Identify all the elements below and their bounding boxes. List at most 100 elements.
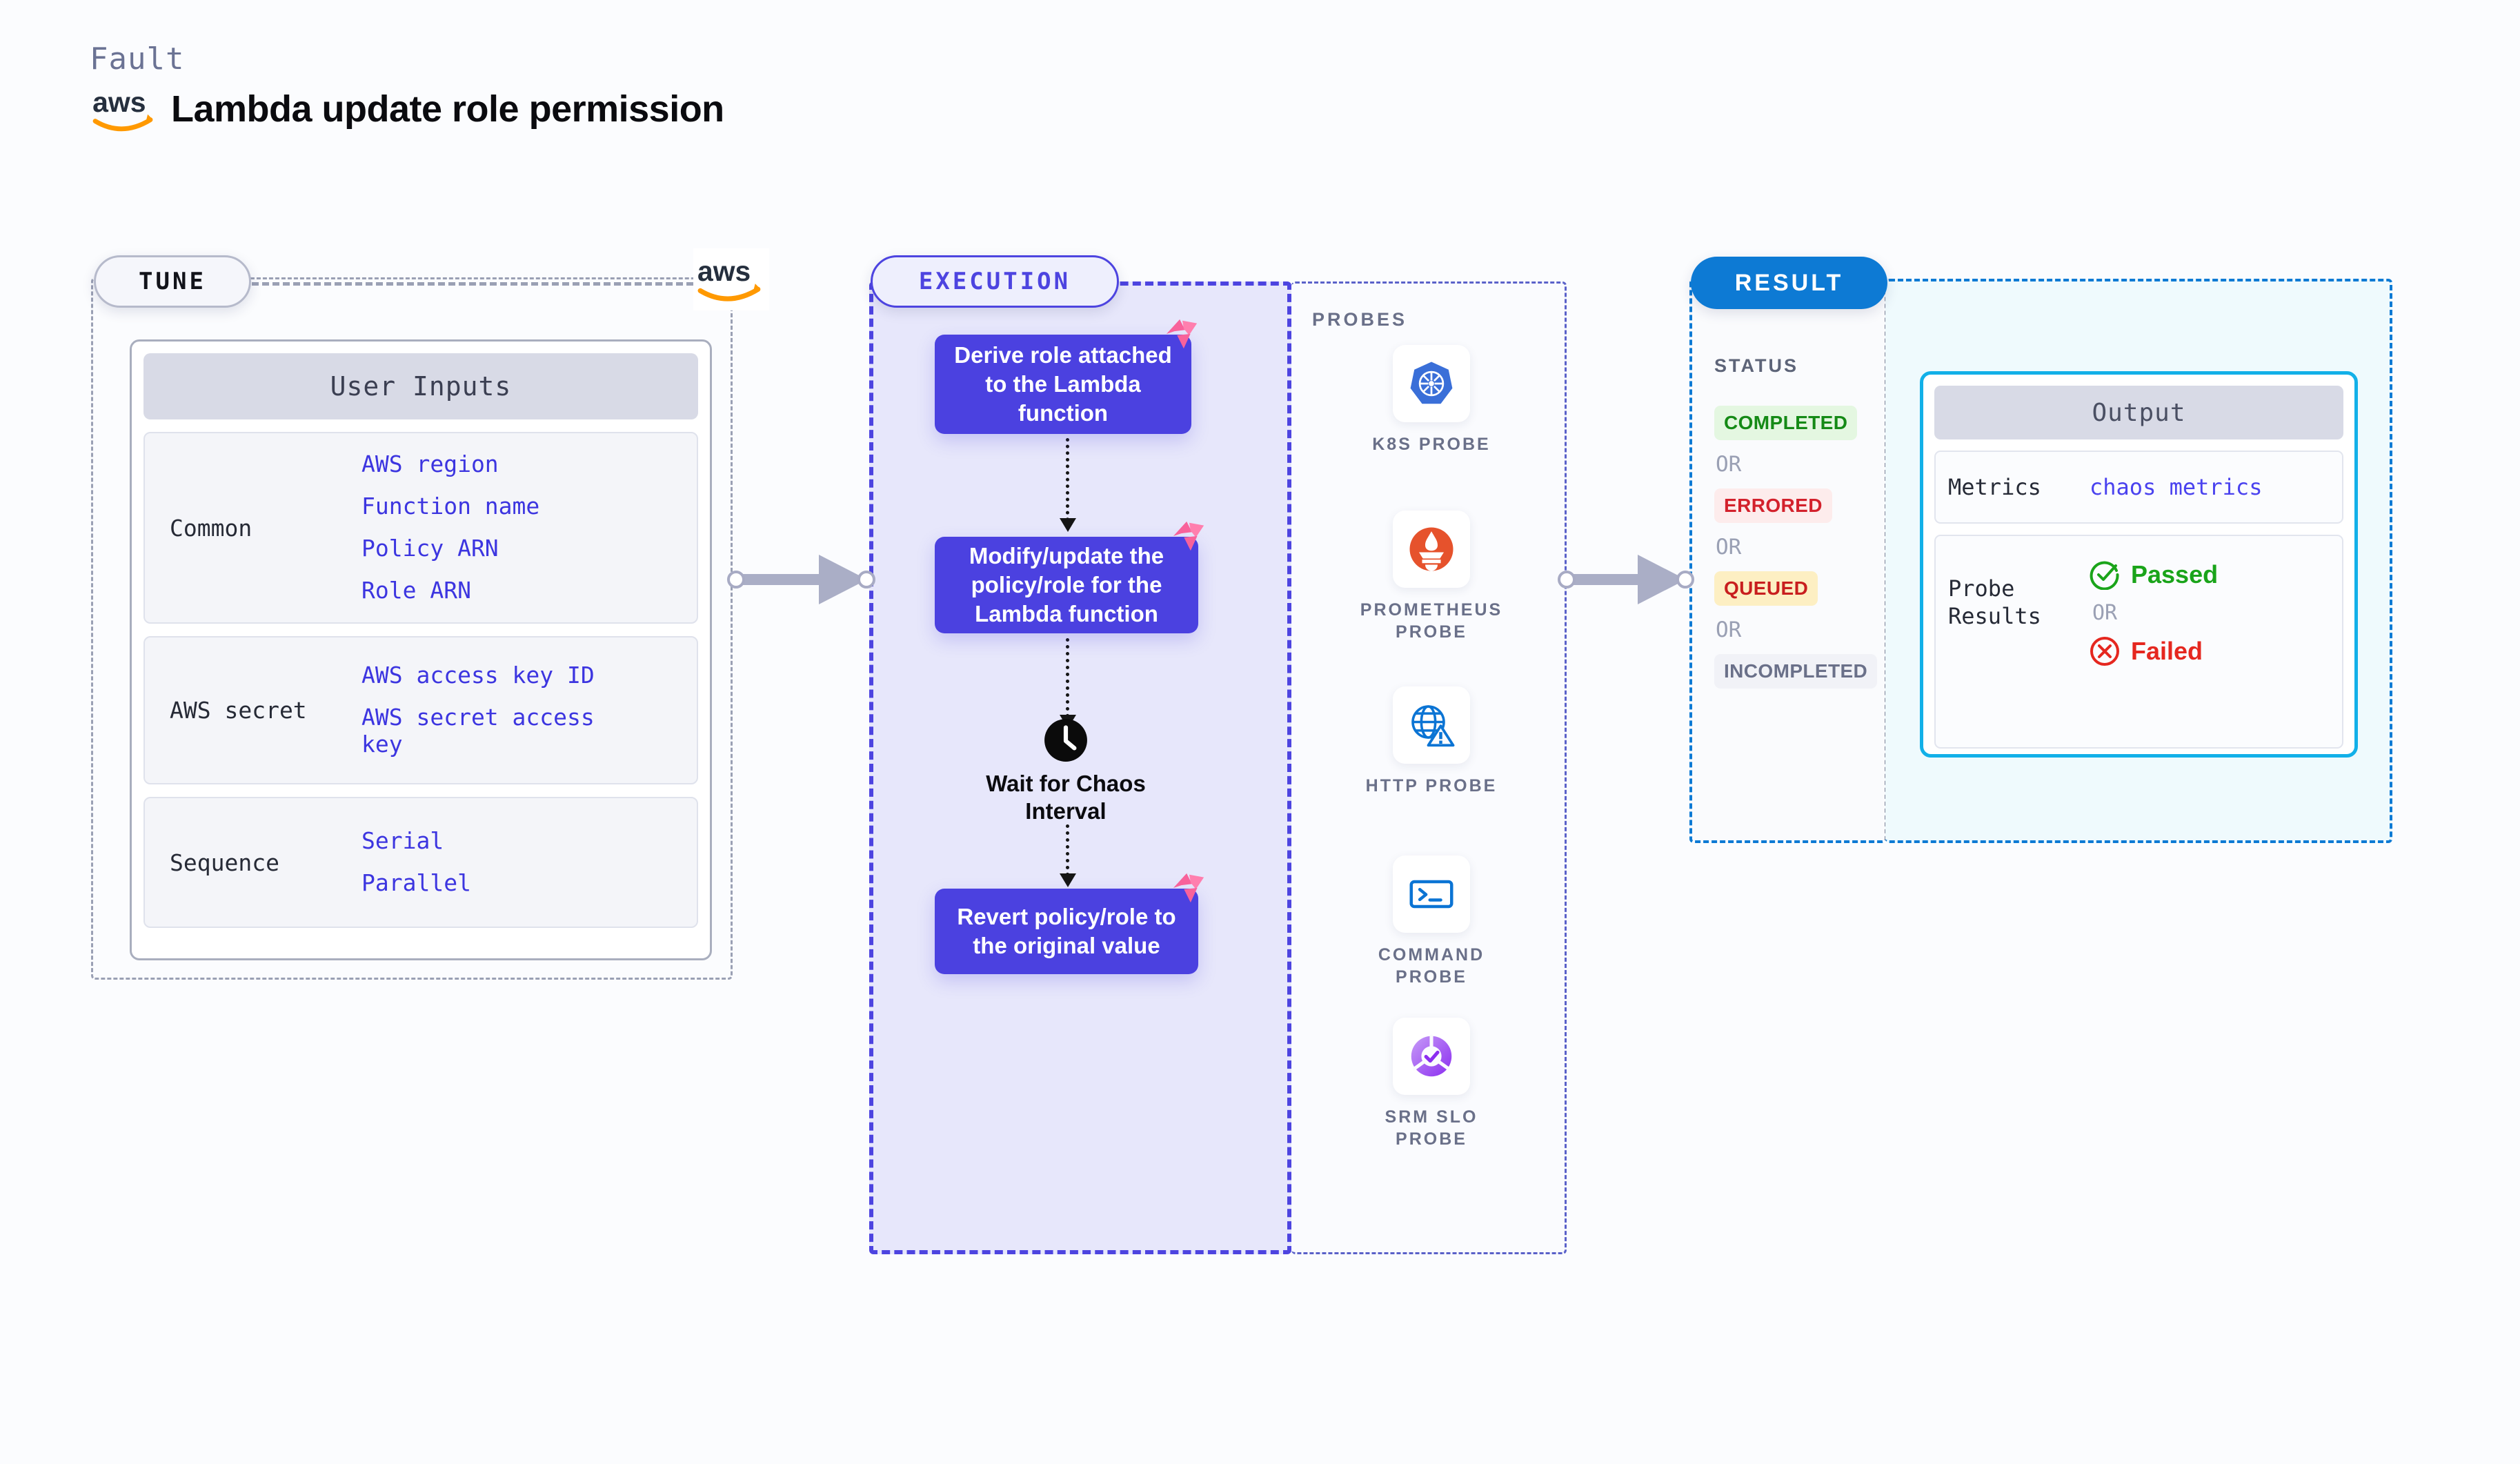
result-pill-label: RESULT xyxy=(1734,269,1844,296)
execution-node[interactable]: Derive role attached to the Lambda funct… xyxy=(935,319,1198,434)
litmus-chaos-icon xyxy=(1173,873,1204,903)
fault-kicker: Fault xyxy=(90,41,185,77)
tune-leader-line xyxy=(252,282,714,286)
tune-group-values: Serial Parallel xyxy=(361,827,471,897)
probes-title: PROBES xyxy=(1312,309,1408,330)
tune-value: Role ARN xyxy=(361,576,471,604)
output-row-metrics: Metrics chaos metrics xyxy=(1934,451,2343,524)
probe-tile xyxy=(1393,511,1470,588)
status-badge: QUEUED xyxy=(1714,571,1818,606)
user-inputs-card: User Inputs Common AWS region Function n… xyxy=(130,339,712,960)
tune-group-aws-secret: AWS secret AWS access key ID AWS secret … xyxy=(143,636,698,784)
probe-item-command[interactable]: COMMAND PROBE xyxy=(1349,855,1514,988)
tune-group-values: AWS region Function name Policy ARN Role… xyxy=(361,451,539,604)
verdict-list: Passed OR Failed xyxy=(2090,550,2218,666)
probe-item-srm-slo[interactable]: SRM SLO PROBE xyxy=(1349,1018,1514,1150)
probe-item-http[interactable]: HTTP PROBE xyxy=(1349,686,1514,797)
tune-group-sequence: Sequence Serial Parallel xyxy=(143,797,698,928)
aws-logo-icon: aws xyxy=(92,86,153,132)
verdict-passed: Passed xyxy=(2090,560,2218,590)
connector-dot-right xyxy=(857,571,875,588)
x-circle-icon xyxy=(2090,637,2119,666)
execution-node-text: Modify/update the policy/role for the La… xyxy=(969,542,1164,627)
probe-tile xyxy=(1393,345,1470,422)
page-header: Fault aws Lambda update role permission xyxy=(90,41,724,136)
execution-pill[interactable]: EXECUTION xyxy=(871,255,1119,308)
srm-slo-icon xyxy=(1411,1034,1452,1077)
execution-flow-arrow-icon xyxy=(1060,438,1076,532)
probe-tile xyxy=(1393,855,1470,933)
output-row-label: Metrics xyxy=(1948,474,2041,500)
execution-node-text: Revert policy/role to the original value xyxy=(957,903,1176,958)
probe-item-prometheus[interactable]: PROMETHEUS PROBE xyxy=(1349,511,1514,643)
verdict-label: Passed xyxy=(2131,560,2219,588)
litmus-chaos-icon xyxy=(1173,521,1204,551)
probe-item-k8s[interactable]: K8S PROBE xyxy=(1349,345,1514,455)
tune-value: Policy ARN xyxy=(361,535,499,562)
probe-label: K8S PROBE xyxy=(1372,435,1491,454)
execution-node[interactable]: Modify/update the policy/role for the La… xyxy=(935,521,1204,633)
http-globe-warning-icon xyxy=(1411,705,1455,747)
tune-value: AWS access key ID xyxy=(361,662,595,689)
tune-group-common: Common AWS region Function name Policy A… xyxy=(143,432,698,624)
execution-flow-arrow-icon xyxy=(1060,638,1076,729)
wait-node-label: Wait for Chaos Interval xyxy=(986,771,1146,824)
tune-value: AWS secret access key xyxy=(361,704,595,758)
tune-value: Serial xyxy=(361,827,444,855)
tune-group-label: AWS secret xyxy=(170,697,307,724)
terminal-icon xyxy=(1409,880,1454,909)
status-or-label: OR xyxy=(1716,452,1742,477)
execution-node[interactable]: Revert policy/role to the original value xyxy=(935,873,1204,974)
probe-tile xyxy=(1393,686,1470,764)
output-row-label: Probe Results xyxy=(1948,575,2041,629)
output-card: Output Metrics chaos metrics Probe Resul… xyxy=(1920,371,2358,758)
result-pill[interactable]: RESULT xyxy=(1691,257,1887,309)
probe-label: PROMETHEUS PROBE xyxy=(1360,600,1503,642)
clock-icon xyxy=(1044,719,1087,762)
status-or-label: OR xyxy=(1716,617,1742,642)
status-badge: ERRORED xyxy=(1714,488,1832,523)
probe-label: HTTP PROBE xyxy=(1365,776,1498,795)
tune-pill-label: TUNE xyxy=(139,268,206,295)
tune-group-label: Common xyxy=(170,514,252,542)
svg-text:aws: aws xyxy=(92,86,146,118)
execution-panel xyxy=(869,281,1291,1254)
user-inputs-title: User Inputs xyxy=(143,353,698,419)
tune-value: AWS region xyxy=(361,451,499,478)
status-badge: COMPLETED xyxy=(1714,406,1858,440)
wait-for-chaos-interval-node: Wait for Chaos Interval xyxy=(952,718,1180,826)
status-list: COMPLETED OR ERRORED OR QUEUED OR INCOMP… xyxy=(1714,406,1878,689)
probe-tile xyxy=(1393,1018,1470,1095)
tune-group-label: Sequence xyxy=(170,849,279,876)
kubernetes-icon xyxy=(1410,362,1453,404)
verdict-label: Failed xyxy=(2131,637,2203,665)
output-row-probe-results: Probe Results Passed OR Failed xyxy=(1934,535,2343,749)
prometheus-icon xyxy=(1409,527,1454,571)
tune-value: Parallel xyxy=(361,869,471,896)
litmus-chaos-icon xyxy=(1166,319,1198,349)
connector-dot-left xyxy=(1558,571,1576,588)
execution-flow-arrow-icon xyxy=(1060,824,1076,887)
connector-tune-to-execution xyxy=(727,555,875,604)
connector-shaft xyxy=(738,574,820,585)
status-badge: INCOMPLETED xyxy=(1714,654,1878,689)
probe-label: COMMAND PROBE xyxy=(1378,945,1485,987)
tune-pill[interactable]: TUNE xyxy=(94,255,251,308)
result-status-panel xyxy=(1689,279,1886,843)
title-row: aws Lambda update role permission xyxy=(90,82,724,136)
status-or-label: OR xyxy=(1716,535,1742,560)
execution-node-text: Derive role attached to the Lambda funct… xyxy=(954,342,1172,426)
verdict-or-label: OR xyxy=(2092,601,2118,625)
check-circle-icon xyxy=(2090,561,2119,590)
page-title: Lambda update role permission xyxy=(171,88,724,130)
connector-shaft xyxy=(1569,574,1639,585)
tune-value: Function name xyxy=(361,493,540,520)
status-title: STATUS xyxy=(1714,355,1798,376)
verdict-failed: Failed xyxy=(2090,636,2218,666)
output-metrics-value: chaos metrics xyxy=(2090,474,2263,500)
tune-group-values: AWS access key ID AWS secret access key xyxy=(361,662,631,758)
probe-label: SRM SLO PROBE xyxy=(1385,1107,1478,1149)
svg-text:aws: aws xyxy=(697,255,751,287)
connector-dot-right xyxy=(1676,571,1694,588)
aws-logo-icon: aws xyxy=(693,248,769,310)
